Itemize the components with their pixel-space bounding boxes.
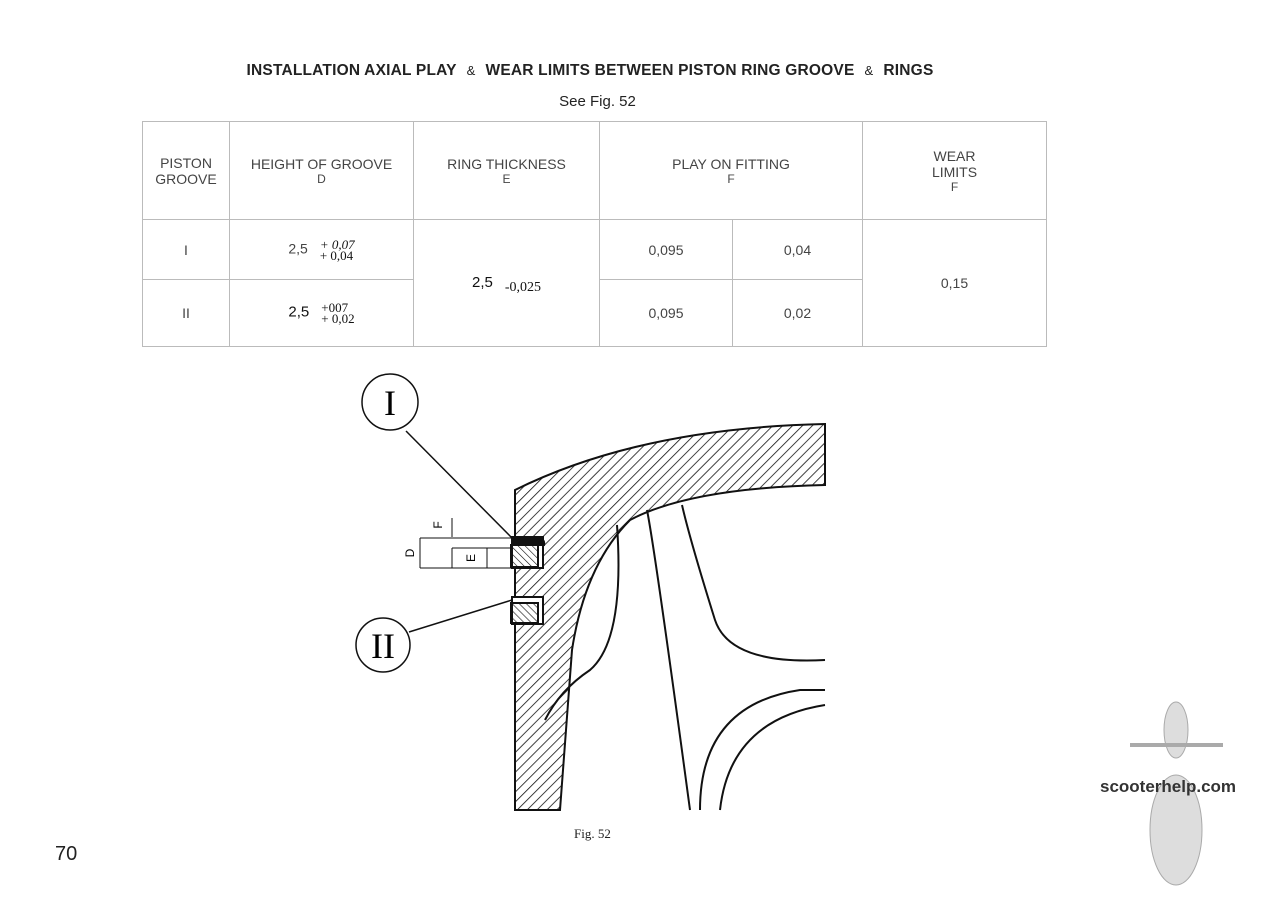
callout-I-label: I (384, 383, 396, 423)
header-text: HEIGHT OF GROOVE (250, 155, 393, 172)
header-text: RING THICKNESS (447, 155, 566, 172)
ring-tol: -0,025 (504, 279, 542, 295)
header-text: PISTON GROOVE (155, 154, 217, 187)
cell-play-b: 0,02 (732, 279, 863, 347)
figure-caption: Fig. 52 (574, 826, 611, 841)
cell-play-a: 0,095 (599, 279, 733, 347)
callout-I (361, 373, 419, 431)
title-amp: & (864, 63, 874, 78)
cell-groove: I (142, 219, 230, 280)
tol-lower: + 0,04 (319, 247, 354, 263)
title-part3: RINGS (883, 62, 934, 79)
dim-E: E (464, 554, 478, 562)
scooter-logo-icon (1130, 701, 1223, 886)
site-logo: scooterhelp.com (1100, 777, 1237, 796)
ring-value: 2,5 (471, 273, 493, 291)
dim-D: D (403, 548, 417, 557)
header-text: WEAR LIMITS (931, 147, 978, 180)
dim-F: F (431, 521, 445, 528)
tol-upper: + 0,07 (319, 236, 355, 252)
cell-groove: II (142, 279, 230, 347)
table-row: I 2,5+ 0,07+ 0,04 2,5-0,025 0,095 0,04 0… (142, 219, 1047, 347)
tol-upper: +007 (321, 300, 349, 315)
page-number: 70 (55, 843, 78, 865)
page-title: INSTALLATION AXIAL PLAY&WEAR LIMITS BETW… (0, 62, 1180, 80)
header-symbol: F (727, 171, 735, 186)
title-amp: & (466, 63, 476, 78)
header-text: PLAY ON FITTING (672, 155, 790, 172)
header-groove: PISTON GROOVE (142, 121, 230, 220)
cell-height: 2,5 +007+ 0,02 (229, 279, 414, 347)
cell-ring: 2,5 -0,025 (413, 219, 600, 347)
tol-lower: + 0,02 (321, 311, 355, 326)
table-row: II 2,5 +007+ 0,02 0,095 0,02 (142, 279, 1047, 347)
header-symbol: D (317, 171, 326, 186)
subtitle: See Fig. 52 (559, 93, 636, 110)
title-part2: WEAR LIMITS BETWEEN PISTON RING GROOVE (485, 62, 855, 79)
ring-II (510, 602, 539, 624)
ring-I (510, 544, 539, 568)
height-value: 2,5 (288, 240, 308, 257)
header-symbol: F (950, 179, 959, 194)
cell-wear: 0,15 (862, 219, 1047, 347)
callout-II (355, 617, 411, 673)
title-part1: INSTALLATION AXIAL PLAY (246, 62, 457, 79)
header-symbol: E (502, 171, 511, 186)
piston-crown-section (514, 422, 826, 811)
callout-II-label: II (371, 626, 395, 666)
height-value: 2,5 (288, 303, 310, 321)
